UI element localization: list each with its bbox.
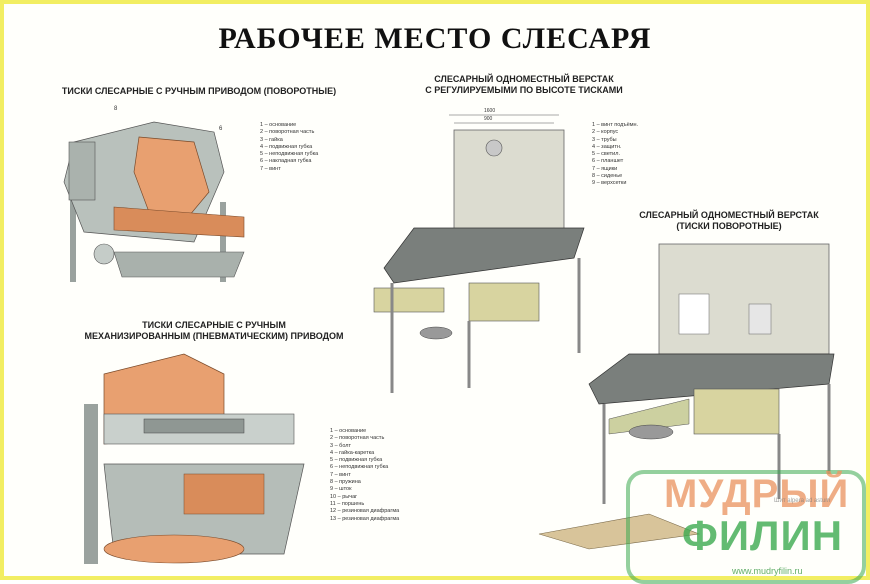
pneumatic-vise-caption-line2: МЕХАНИЗИРОВАННЫМ (ПНЕВМАТИЧЕСКИМ) ПРИВОД… [84, 331, 344, 341]
manual-vise-illustration: 8 6 [63, 106, 245, 282]
adjustable-bench-caption: СЛЕСАРНЫЙ ОДНОМЕСТНЫЙ ВЕРСТАК С РЕГУЛИРУ… [384, 74, 664, 96]
swivel-bench-caption: СЛЕСАРНЫЙ ОДНОМЕСТНЫЙ ВЕРСТАК (ТИСКИ ПОВ… [604, 210, 854, 232]
bench-dim-width: 1600 [484, 108, 495, 114]
bench-dim-depth: 900 [484, 116, 493, 122]
adjustable-bench-caption-line2: С РЕГУЛИРУЕМЫМИ ПО ВЫСОТЕ ТИСКАМИ [425, 85, 623, 95]
swivel-bench-illustration [538, 243, 835, 550]
watermark-url: www.mudryfilin.ru [732, 566, 803, 576]
pneumatic-vise-caption: ТИСКИ СЛЕСАРНЫЕ С РУЧНЫМ МЕХАНИЗИРОВАННЫ… [64, 320, 364, 342]
svg-text:6: 6 [219, 126, 223, 132]
swivel-bench-caption-line2: (ТИСКИ ПОВОРОТНЫЕ) [676, 221, 782, 231]
poster-title: РАБОЧЕЕ МЕСТО СЛЕСАРЯ [218, 22, 652, 55]
adjustable-bench-illustration: 1600 900 [373, 108, 585, 393]
watermark-logo: МУДРЫЙ Шит alpera ad astum ФИЛИН www.mud… [624, 466, 866, 584]
pneumatic-vise-caption-line1: ТИСКИ СЛЕСАРНЫЕ С РУЧНЫМ [142, 320, 286, 330]
manual-vise-caption: ТИСКИ СЛЕСАРНЫЕ С РУЧНЫМ ПРИВОДОМ (ПОВОР… [61, 86, 337, 96]
svg-text:8: 8 [114, 106, 118, 112]
adjustable-bench-caption-line1: СЛЕСАРНЫЙ ОДНОМЕСТНЫЙ ВЕРСТАК [434, 74, 614, 84]
pneumatic-vise-illustration [84, 353, 305, 564]
watermark-word2: ФИЛИН [682, 512, 844, 559]
watermark-word1: МУДРЫЙ [664, 472, 850, 516]
watermark-slogan: Шит alpera ad astum [774, 498, 831, 504]
swivel-bench-caption-line1: СЛЕСАРНЫЙ ОДНОМЕСТНЫЙ ВЕРСТАК [639, 210, 819, 220]
